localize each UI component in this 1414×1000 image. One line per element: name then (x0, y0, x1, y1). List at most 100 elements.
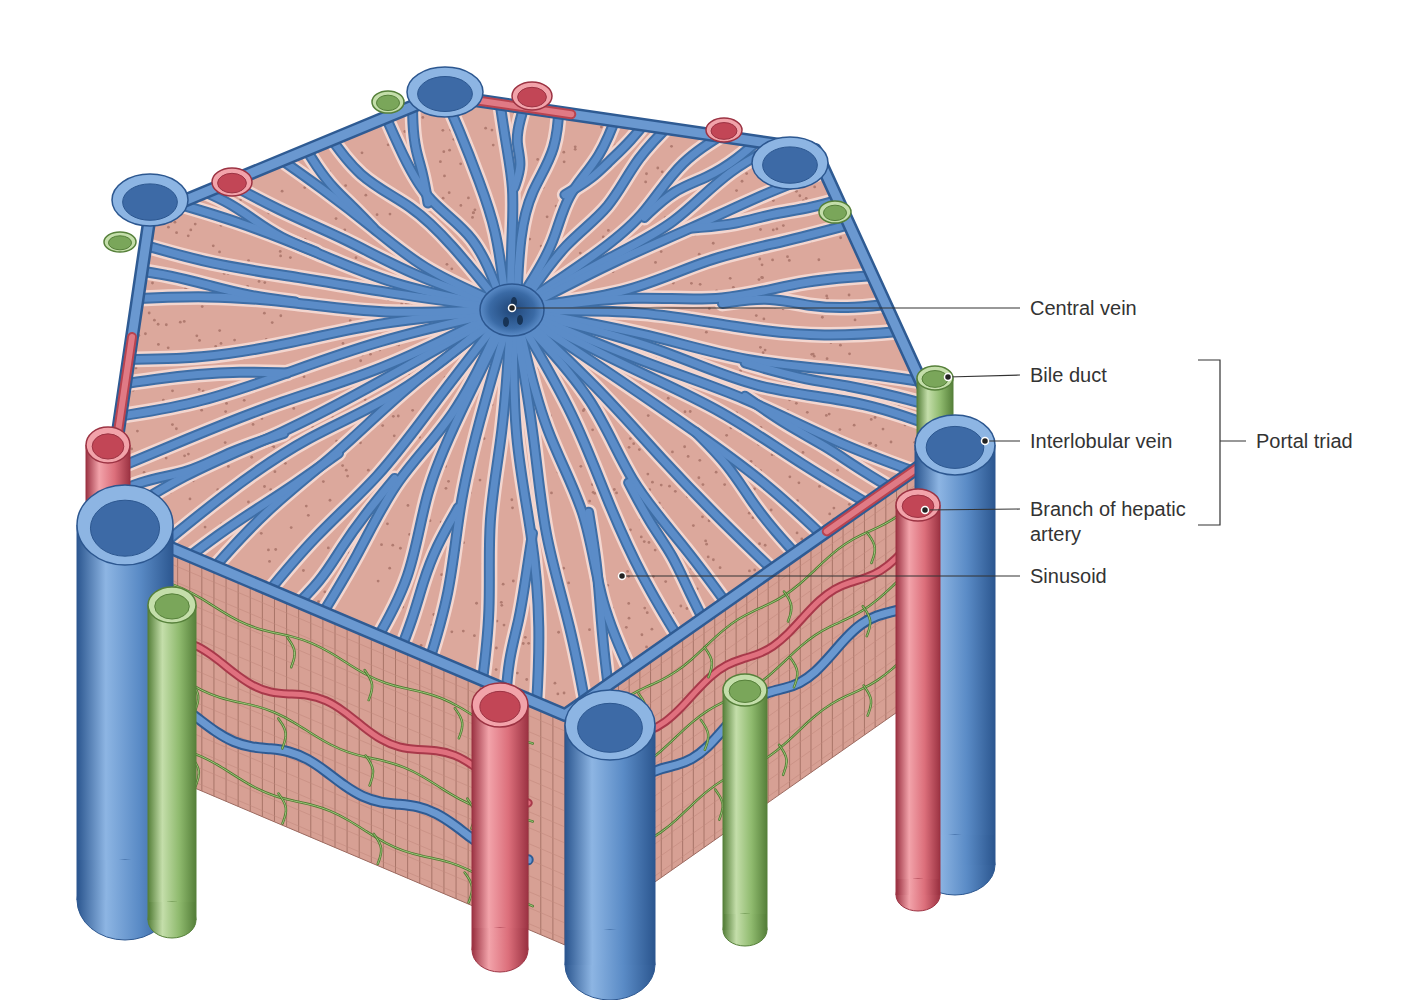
hepatocyte-nucleus (350, 726, 353, 729)
hepatocyte-nucleus (711, 715, 714, 718)
hepatocyte-nucleus (686, 607, 689, 610)
hepatocyte-nucleus (170, 121, 173, 124)
hepatocyte-nucleus (930, 238, 933, 241)
hepatocyte-nucleus (722, 675, 725, 678)
hepatocyte-nucleus (89, 398, 92, 401)
hepatocyte-nucleus (442, 197, 445, 200)
hepatocyte-nucleus (263, 281, 266, 284)
hepatocyte-nucleus (818, 485, 821, 488)
hepatocyte-nucleus (227, 465, 230, 468)
hepatocyte-nucleus (964, 103, 967, 106)
hepatocyte-nucleus (808, 671, 811, 674)
hepatocyte-nucleus (252, 708, 255, 711)
cell-column-line (274, 592, 275, 822)
hepatocyte-nucleus (914, 281, 917, 284)
hepatocyte-nucleus (302, 569, 305, 572)
hepatocyte-nucleus (200, 409, 203, 412)
vessel-outline (784, 591, 791, 621)
hepatocyte-nucleus (289, 256, 292, 259)
hepatocyte-nucleus (767, 693, 770, 696)
hepatocyte-nucleus (813, 674, 816, 677)
hepatocyte-nucleus (194, 223, 197, 226)
hepatocyte-nucleus (196, 137, 199, 140)
hepatocyte-nucleus (950, 152, 953, 155)
cell-column-line (238, 576, 239, 806)
vessel-lumen (278, 794, 285, 824)
hepatocyte-nucleus (319, 98, 322, 101)
hepatocyte-nucleus (643, 607, 646, 610)
hepatocyte-nucleus (156, 85, 159, 88)
hepatocyte-nucleus (251, 599, 254, 602)
hepatocyte-nucleus (199, 113, 202, 116)
hepatocyte-nucleus (136, 430, 139, 433)
hepatocyte-nucleus (308, 636, 311, 639)
hepatocyte-nucleus (225, 402, 228, 405)
hepatocyte-nucleus (963, 353, 966, 356)
hepatocyte-nucleus (161, 143, 164, 146)
hepatocyte-nucleus (761, 276, 764, 279)
hepatocyte-nucleus (762, 351, 765, 354)
hepatocyte-nucleus (784, 85, 787, 88)
interlobular-vessel-ring (105, 95, 950, 715)
hepatocyte-nucleus (814, 683, 817, 686)
hepatocyte-nucleus (190, 154, 193, 157)
hepatocyte-nucleus (90, 164, 93, 167)
hepatocyte-nucleus (94, 271, 97, 274)
hepatocyte-nucleus (748, 569, 751, 572)
vessel-outline (701, 720, 708, 750)
hepatocyte-nucleus (701, 515, 704, 518)
hepatocyte-nucleus (866, 638, 869, 641)
hepatocyte-nucleus (871, 553, 874, 556)
hepatocyte-nucleus (758, 258, 761, 261)
hepatocyte-nucleus (359, 677, 362, 680)
hepatocyte-nucleus (327, 694, 330, 697)
hepatocyte-nucleus (947, 230, 950, 233)
hepatocyte-nucleus (447, 480, 450, 483)
hepatocyte-nucleus (932, 95, 935, 98)
hepatocyte-nucleus (473, 634, 476, 637)
hepatocyte-nucleus (458, 703, 461, 706)
hepatocyte-nucleus (112, 118, 115, 121)
hepatocyte-nucleus (926, 104, 929, 107)
hepatocyte-nucleus (303, 99, 306, 102)
hepatocyte-nucleus (345, 469, 348, 472)
hepatocyte-nucleus (848, 80, 851, 83)
hepatocyte-nucleus (697, 708, 700, 711)
hepatocyte-nucleus (869, 162, 872, 165)
hepatocyte-nucleus (880, 613, 883, 616)
hepatocyte-nucleus (913, 296, 916, 299)
hepatocyte-nucleus (775, 617, 778, 620)
hepatocyte-nucleus (439, 160, 442, 163)
green-vessel-branch (278, 794, 285, 824)
hepatocyte-nucleus (146, 120, 149, 123)
hepatocyte-nucleus (165, 323, 168, 326)
hepatocyte-nucleus (258, 280, 261, 283)
hepatocyte-nucleus (130, 448, 133, 451)
hepatocyte-nucleus (123, 261, 126, 264)
green-vessel-branch (779, 745, 786, 775)
hepatocyte-nucleus (212, 244, 215, 247)
hepatocyte-nucleus (899, 214, 902, 217)
hepatocyte-nucleus (269, 598, 272, 601)
hepatocyte-nucleus (819, 688, 822, 691)
hepatocyte-nucleus (821, 92, 824, 95)
hepatocyte-nucleus (292, 622, 295, 625)
hepatocyte-nucleus (850, 607, 853, 610)
hepatocyte-nucleus (359, 359, 362, 362)
cell-column-line (359, 628, 360, 858)
hepatocyte-nucleus (766, 624, 769, 627)
hepatocyte-nucleus (948, 191, 951, 194)
hepatocyte-nucleus (842, 120, 845, 123)
hepatocyte-nucleus (389, 213, 392, 216)
hepatocyte-nucleus (450, 630, 453, 633)
hepatocyte-nucleus (137, 107, 140, 110)
hepatocyte-nucleus (921, 359, 924, 362)
hepatocyte-nucleus (326, 106, 329, 109)
hepatocyte-nucleus (628, 446, 631, 449)
hepatocyte-nucleus (963, 212, 966, 215)
hepatocyte-nucleus (771, 259, 774, 262)
hepatocyte-nucleus (299, 703, 302, 706)
hepatocyte-nucleus (499, 79, 502, 82)
hepatocyte-nucleus (187, 234, 190, 237)
hepatocyte-nucleus (840, 179, 843, 182)
